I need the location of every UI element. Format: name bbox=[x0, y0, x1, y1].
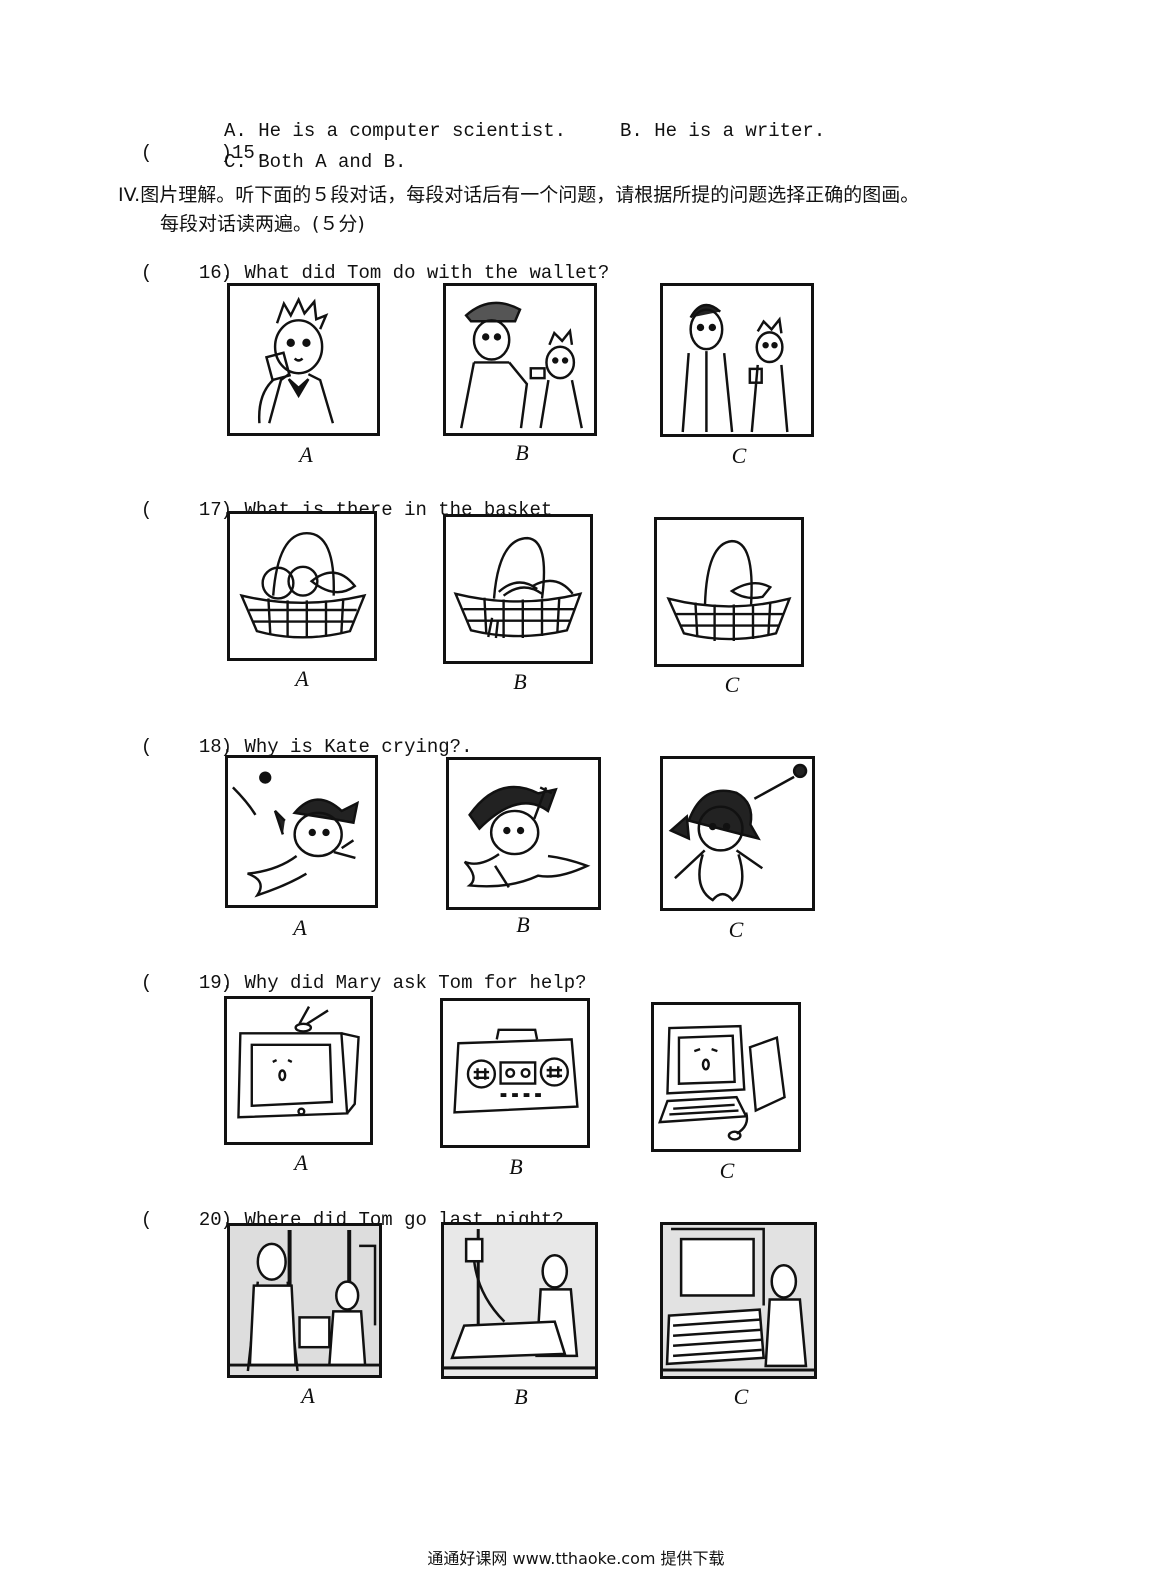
q18-picture-b-girl-holding-head[interactable] bbox=[446, 757, 601, 910]
two-people-scene-illustration bbox=[230, 1226, 379, 1375]
q15-option-a: A. He is a computer scientist. bbox=[224, 120, 567, 142]
answer-paren: ( ) bbox=[140, 972, 233, 994]
q20-picture-a-two-people-at-door[interactable] bbox=[227, 1223, 382, 1378]
answer-paren: ( ) bbox=[140, 499, 233, 521]
q19-picture-b-radio[interactable] bbox=[440, 998, 590, 1148]
option-label-a: A bbox=[295, 666, 309, 691]
option-label-c: C bbox=[719, 1158, 735, 1183]
policeman-and-boy-illustration bbox=[459, 301, 583, 429]
question-text: Why did Mary ask Tom for help? bbox=[244, 972, 587, 994]
option-label-c: C bbox=[731, 443, 747, 468]
girl-holding-head-illustration bbox=[463, 785, 591, 889]
q16-picture-b-policeman-and-boy[interactable] bbox=[443, 283, 597, 436]
boy-holding-wallet-illustration bbox=[257, 296, 335, 424]
option-label-c: C bbox=[724, 672, 740, 697]
q17-picture-c-basket-fish[interactable] bbox=[654, 517, 804, 667]
basket-with-fruit-and-fish-illustration bbox=[239, 531, 367, 639]
question-number: 16. bbox=[198, 262, 234, 284]
q18-picture-c-girl-and-ball[interactable] bbox=[660, 756, 815, 911]
question-text: Why is Kate crying?. bbox=[244, 736, 473, 758]
answer-paren: ( ) bbox=[140, 142, 233, 164]
girl-hit-by-flying-object-illustration bbox=[668, 763, 808, 902]
question-19: ( )19. Why did Mary ask Tom for help? bbox=[118, 950, 587, 994]
tv-icon bbox=[237, 1006, 360, 1119]
hospital-drip-scene-illustration bbox=[444, 1225, 595, 1376]
man-and-boy-illustration bbox=[681, 303, 789, 433]
question-number: 20. bbox=[198, 1209, 234, 1231]
q15-option-c: C. Both A and B. bbox=[224, 151, 407, 173]
option-label-a: A bbox=[294, 1150, 308, 1175]
q20-picture-b-hospital[interactable] bbox=[441, 1222, 598, 1379]
radio-cassette-icon bbox=[453, 1028, 579, 1114]
option-label-a: A bbox=[301, 1383, 315, 1408]
basket-with-fish-illustration bbox=[666, 539, 792, 641]
option-label-c: C bbox=[733, 1384, 749, 1409]
option-label-b: B bbox=[513, 669, 527, 694]
option-label-b: B bbox=[509, 1154, 523, 1179]
q17-picture-b-basket-bananas-fish[interactable] bbox=[443, 514, 593, 664]
q15-number: 15. bbox=[232, 142, 267, 164]
option-label-b: B bbox=[514, 1384, 528, 1409]
q20-picture-c-theatre[interactable] bbox=[660, 1222, 817, 1379]
q15-row: ( )15. bbox=[118, 120, 266, 164]
option-label-a: A bbox=[293, 915, 307, 940]
answer-paren: ( ) bbox=[140, 1209, 233, 1231]
girl-chased-by-bee-illustration bbox=[232, 771, 360, 898]
question-number: 18. bbox=[198, 736, 234, 758]
answer-paren: ( ) bbox=[140, 262, 233, 284]
q15-option-b: B. He is a writer. bbox=[620, 120, 826, 142]
theatre-seats-scene-illustration bbox=[663, 1225, 814, 1376]
q17-picture-a-basket-full[interactable] bbox=[227, 511, 377, 661]
question-16: ( )16. What did Tom do with the wallet? bbox=[118, 240, 609, 284]
option-label-b: B bbox=[515, 440, 529, 465]
q19-picture-a-television[interactable] bbox=[224, 996, 373, 1145]
q16-picture-a-boy-with-wallet[interactable] bbox=[227, 283, 380, 436]
section-title: IV.图片理解。听下面的５段对话，每段对话后有一个问题，请根据所提的问题选择正确… bbox=[118, 184, 920, 206]
option-label-c: C bbox=[728, 917, 744, 942]
answer-paren: ( ) bbox=[140, 736, 233, 758]
q16-picture-c-man-and-boy[interactable] bbox=[660, 283, 814, 437]
question-number: 19. bbox=[198, 972, 234, 994]
question-number: 17. bbox=[198, 499, 234, 521]
question-text: What did Tom do with the wallet? bbox=[244, 262, 610, 284]
page-footer: 通通好课网 www.tthaoke.com 提供下载 bbox=[427, 1549, 725, 1568]
q19-picture-c-computer[interactable] bbox=[651, 1002, 801, 1152]
computer-icon bbox=[658, 1024, 786, 1141]
option-label-a: A bbox=[299, 442, 313, 467]
option-label-b: B bbox=[516, 912, 530, 937]
question-18: ( )18. Why is Kate crying?. bbox=[118, 714, 473, 758]
section-subtitle: 每段对话读两遍。(５分) bbox=[160, 213, 365, 235]
q18-picture-a-girl-and-bee[interactable] bbox=[225, 755, 378, 908]
basket-with-bananas-and-fish-illustration bbox=[453, 536, 583, 639]
